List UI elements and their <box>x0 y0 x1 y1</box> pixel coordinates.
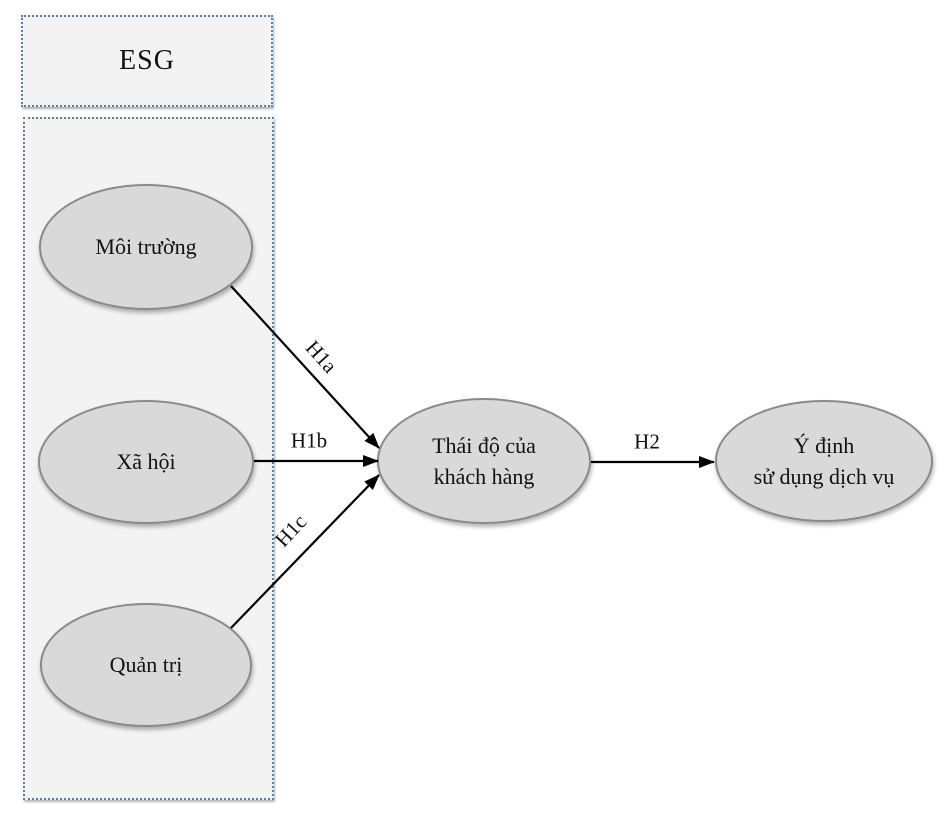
node-environment: Môi trường <box>39 184 253 310</box>
node-environment-label: Môi trường <box>95 234 197 260</box>
edge-label-h1b: H1b <box>290 428 328 453</box>
node-social: Xã hội <box>38 400 254 524</box>
edge-label-h1a: H1a <box>300 335 342 378</box>
node-customer-attitude-label-line2: khách hàng <box>433 464 535 489</box>
esg-group-label: ESG <box>119 45 175 76</box>
edge-label-h2: H2 <box>634 429 660 454</box>
node-governance-label: Quản trị <box>109 652 183 678</box>
node-customer-attitude: Thái độ của khách hàng <box>377 398 591 524</box>
edge-label-h1c: H1c <box>269 509 312 552</box>
node-governance: Quản trị <box>40 603 252 727</box>
node-usage-intention-label-line2: sử dụng dịch vụ <box>753 464 895 489</box>
node-customer-attitude-label-line1: Thái độ của <box>432 432 536 458</box>
node-usage-intention: Ý định sử dụng dịch vụ <box>715 400 933 522</box>
node-usage-intention-label-line1: Ý định <box>793 432 855 458</box>
esg-group-box: ESG <box>21 15 273 107</box>
node-social-label: Xã hội <box>116 449 176 475</box>
